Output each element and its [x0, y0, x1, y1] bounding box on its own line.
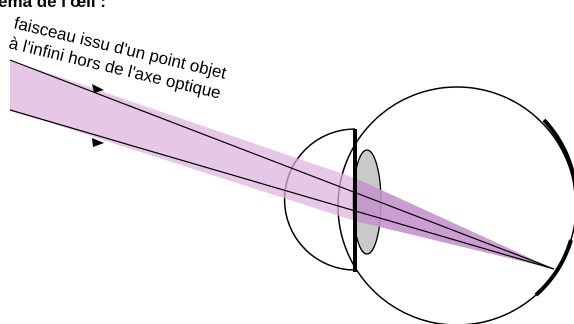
beam-upper-edge — [9, 59, 555, 270]
beam-lower-edge — [9, 109, 555, 270]
retina-upper — [542, 118, 574, 194]
converging-cone — [355, 178, 554, 269]
retina-lower — [534, 239, 573, 297]
header-fragment: ema de l'œil : — [0, 0, 106, 11]
arrow-lower — [92, 138, 104, 147]
arrow-upper — [92, 84, 104, 93]
incident-beam — [10, 60, 355, 221]
cornea — [283, 128, 356, 271]
